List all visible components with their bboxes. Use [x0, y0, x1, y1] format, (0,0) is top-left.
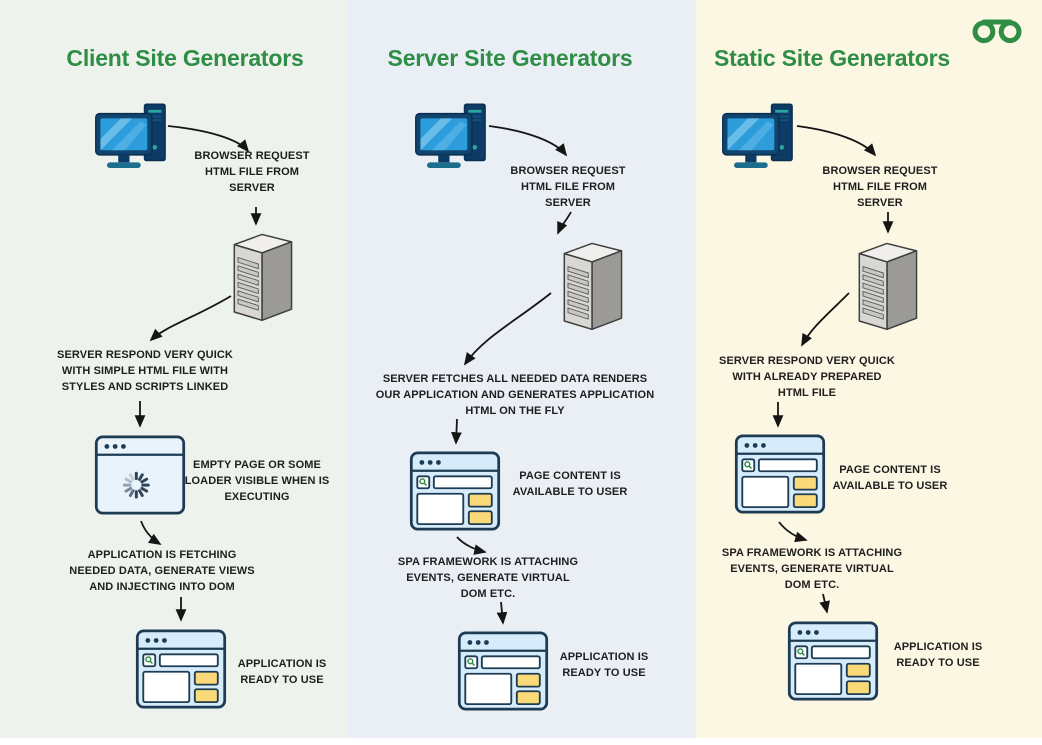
server-icon [847, 237, 927, 333]
browser-ready-icon [409, 448, 501, 534]
browser-ready-icon [457, 628, 549, 714]
label-browser-request: BROWSER REQUEST HTML FILE FROM SERVER [194, 150, 310, 194]
browser-loading-icon [94, 432, 186, 518]
column-title-static: Static Site Generators [714, 45, 950, 71]
browser-ready-icon [135, 626, 227, 712]
column-title-server: Server Site Generators [387, 45, 633, 71]
label-browser-request: BROWSER REQUEST HTML FILE FROM SERVER [510, 165, 626, 209]
label-server-response: SERVER RESPOND VERY QUICK WITH ALREADY P… [719, 355, 895, 399]
label-processing: SPA FRAMEWORK IS ATTACHING EVENTS, GENER… [397, 556, 579, 600]
browser-ready-icon [734, 431, 826, 517]
label-server-response: SERVER FETCHES ALL NEEDED DATA RENDERS O… [375, 373, 655, 417]
label-page-state: PAGE CONTENT IS AVAILABLE TO USER [512, 470, 628, 498]
label-ready: APPLICATION IS READY TO USE [893, 641, 983, 669]
label-ready: APPLICATION IS READY TO USE [559, 651, 649, 679]
label-server-response: SERVER RESPOND VERY QUICK WITH SIMPLE HT… [57, 349, 233, 393]
label-page-state: PAGE CONTENT IS AVAILABLE TO USER [832, 464, 948, 492]
column-band-client [0, 0, 348, 738]
server-icon [552, 237, 632, 333]
label-browser-request: BROWSER REQUEST HTML FILE FROM SERVER [822, 165, 938, 209]
column-band-server [348, 0, 696, 738]
browser-ready-icon [787, 618, 879, 704]
label-ready: APPLICATION IS READY TO USE [237, 658, 327, 686]
computer-icon [92, 98, 182, 178]
label-processing: APPLICATION IS FETCHING NEEDED DATA, GEN… [69, 549, 255, 593]
computer-icon [719, 98, 809, 178]
geeksforgeeks-logo-icon [970, 14, 1024, 46]
label-page-state: EMPTY PAGE OR SOME LOADER VISIBLE WHEN I… [184, 459, 330, 503]
server-icon [222, 228, 302, 324]
label-processing: SPA FRAMEWORK IS ATTACHING EVENTS, GENER… [721, 547, 903, 591]
column-title-client: Client Site Generators [66, 45, 304, 71]
